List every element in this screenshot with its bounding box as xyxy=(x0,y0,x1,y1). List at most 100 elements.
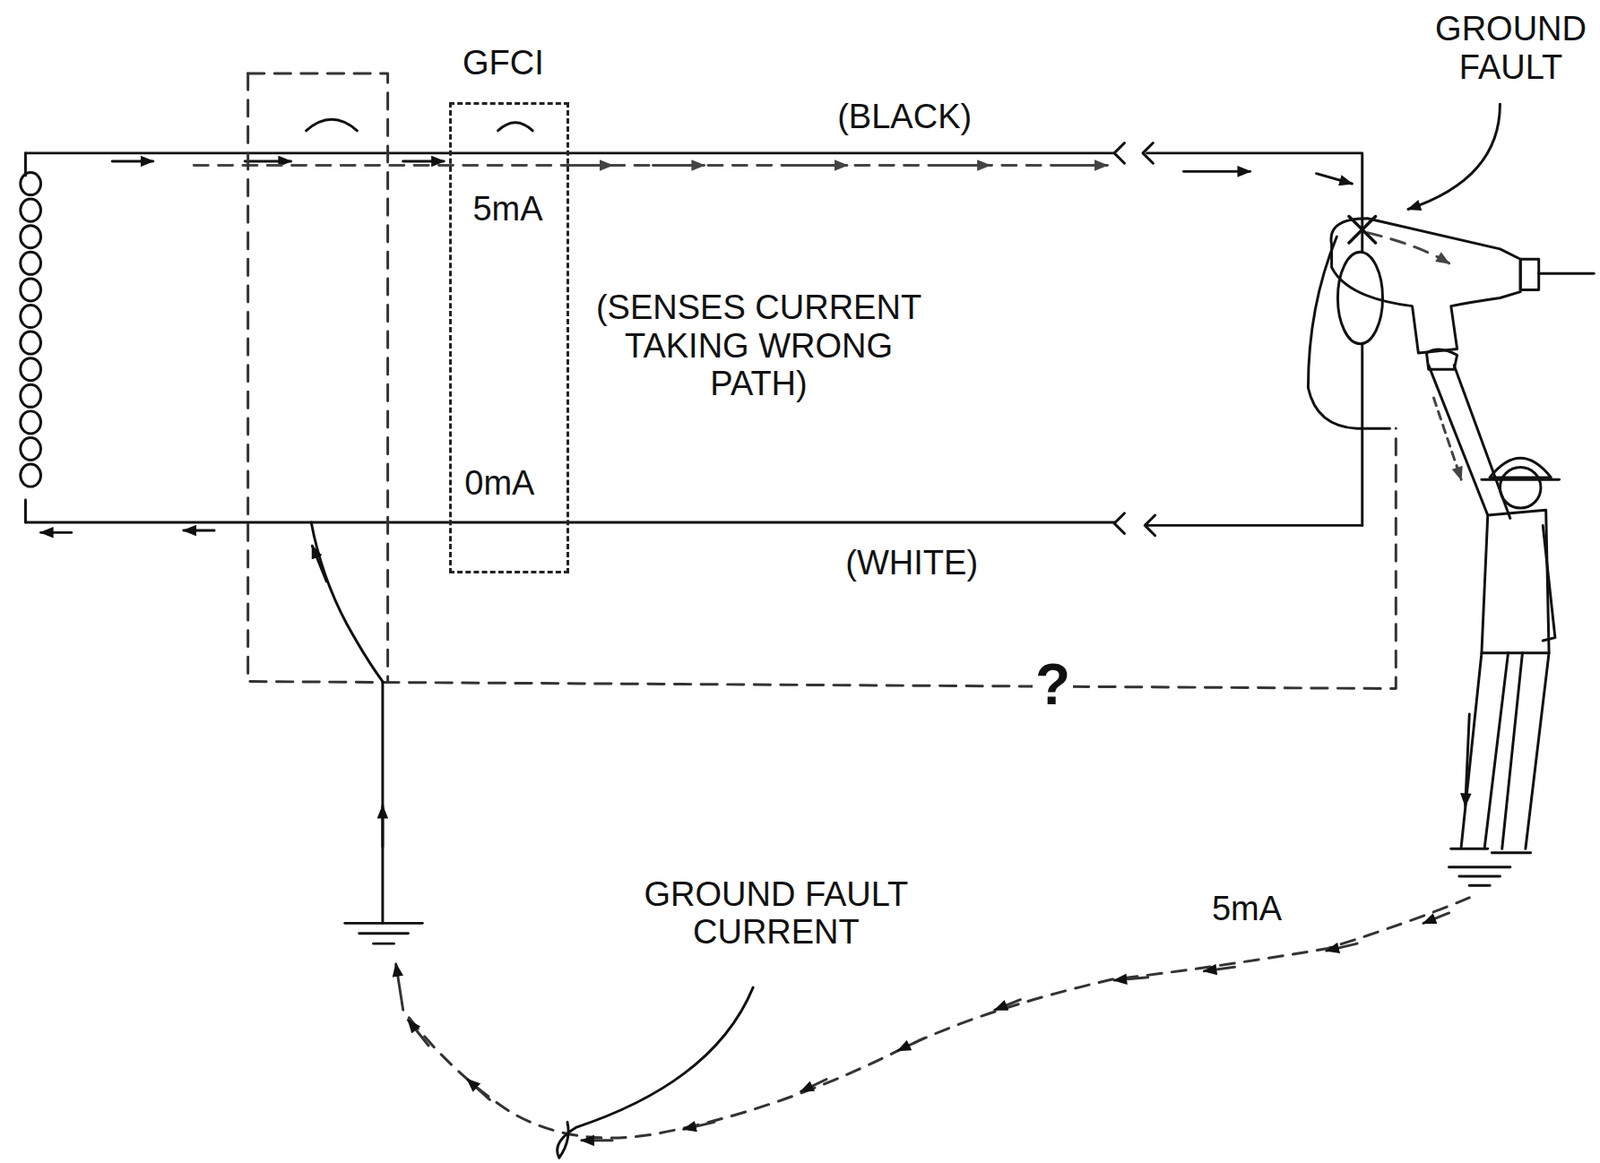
device-label: GFCI xyxy=(459,43,547,83)
earth-return-path xyxy=(683,1122,715,1130)
fault-current-path xyxy=(795,164,848,167)
black-wire xyxy=(25,151,1115,155)
earth-return-path xyxy=(898,1038,924,1052)
worker-figure xyxy=(1465,714,1471,806)
coil-winding xyxy=(20,172,42,196)
black-wire xyxy=(306,119,358,131)
current-reading: 0mA xyxy=(461,464,537,503)
worker-figure xyxy=(1491,851,1531,855)
earth-return-path xyxy=(1203,967,1235,972)
gfci-box: GFCI5mA0mA xyxy=(449,102,570,574)
grounding-conductor xyxy=(311,545,327,582)
worker-figure xyxy=(1451,847,1488,851)
panel-enclosure xyxy=(248,73,1397,689)
current-arrows xyxy=(112,160,154,164)
earth-return-path xyxy=(396,898,1471,1142)
wire-label: (WHITE) xyxy=(842,544,981,583)
worker-figure xyxy=(1461,653,1482,848)
white-wire xyxy=(25,520,1115,524)
worker-figure xyxy=(1428,365,1488,516)
current-arrows xyxy=(1316,173,1353,184)
earth-return-path xyxy=(801,1080,827,1093)
wire-label: (BLACK) xyxy=(834,97,975,137)
coil-winding xyxy=(20,225,42,249)
worker-figure xyxy=(1489,458,1551,478)
coil-winding xyxy=(20,437,42,460)
break-marks xyxy=(1114,513,1125,535)
worker-figure xyxy=(1449,865,1511,869)
worker-figure xyxy=(1481,478,1560,482)
power-drill xyxy=(1539,272,1594,276)
worker-figure xyxy=(1426,349,1559,886)
coil-winding xyxy=(20,251,42,275)
power-drill xyxy=(1331,218,1521,354)
earth-return-path xyxy=(1326,943,1358,952)
earth-return-path xyxy=(1423,913,1449,924)
earth-return-path xyxy=(994,1000,1021,1011)
gfci-note: (SENSES CURRENT TAKING WRONG PATH) xyxy=(576,288,942,404)
power-drill xyxy=(1307,236,1390,429)
black-wire xyxy=(1360,344,1364,527)
fault-current-path xyxy=(938,164,990,167)
question-mark: ? xyxy=(1032,653,1073,718)
coil-winding xyxy=(20,358,42,381)
worker-figure xyxy=(1525,653,1549,850)
coil-winding xyxy=(20,278,42,302)
current-reading: 5mA xyxy=(1209,890,1285,929)
earth-return-path xyxy=(1114,977,1149,981)
coil-winding xyxy=(20,384,42,407)
fault-current-path xyxy=(1366,233,1449,264)
transformer-coil xyxy=(20,153,42,523)
current-arrows xyxy=(244,160,291,164)
black-wire xyxy=(25,119,1362,526)
current-reading: 5mA xyxy=(469,190,545,229)
break-marks xyxy=(1144,515,1155,537)
worker-figure xyxy=(1453,365,1511,519)
coil-winding xyxy=(20,304,42,328)
power-drill xyxy=(1307,218,1594,430)
white-wire xyxy=(1147,524,1363,528)
current-arrows xyxy=(403,160,445,164)
coil-winding xyxy=(20,411,42,434)
break-marks xyxy=(1114,142,1125,164)
power-drill xyxy=(1520,259,1539,290)
coil-winding xyxy=(20,464,42,487)
earth-return-path xyxy=(581,1139,613,1142)
earth-return-path xyxy=(467,1080,490,1101)
worker-figure xyxy=(1433,397,1462,480)
black-wire xyxy=(498,122,534,131)
coil-winding xyxy=(20,198,42,222)
worker-figure xyxy=(1426,349,1457,370)
fault-current-path xyxy=(193,165,1449,264)
panel-enclosure xyxy=(248,73,1397,689)
white-wire xyxy=(25,522,1362,526)
fault-current-path xyxy=(1061,164,1108,167)
current-arrows xyxy=(41,531,72,535)
earth-return-path xyxy=(396,964,404,1011)
worker-figure xyxy=(1481,510,1549,653)
fault-callout: GROUND FAULT xyxy=(1426,9,1595,87)
current-arrows xyxy=(183,529,215,533)
break-marks xyxy=(1142,142,1153,164)
earth-return-path xyxy=(407,1020,429,1047)
leader-line xyxy=(1408,103,1500,209)
grounding-conductor xyxy=(380,805,384,848)
leader-line xyxy=(557,987,754,1159)
fault-current-path xyxy=(193,164,1108,167)
transformer-coil xyxy=(24,500,27,523)
worker-figure xyxy=(1459,875,1501,879)
grounding-conductor xyxy=(359,932,409,935)
worker-figure xyxy=(1502,653,1523,850)
break-marks xyxy=(1114,142,1156,536)
grounding-conductor xyxy=(311,522,423,944)
current-arrows xyxy=(1184,170,1251,173)
panel-enclosure xyxy=(248,73,389,682)
grounding-conductor xyxy=(311,522,383,924)
leader-line xyxy=(557,103,1501,1159)
coil-winding xyxy=(20,331,42,355)
worker-figure xyxy=(1499,467,1541,510)
current-arrows xyxy=(41,161,1353,533)
grounding-conductor xyxy=(345,922,424,926)
